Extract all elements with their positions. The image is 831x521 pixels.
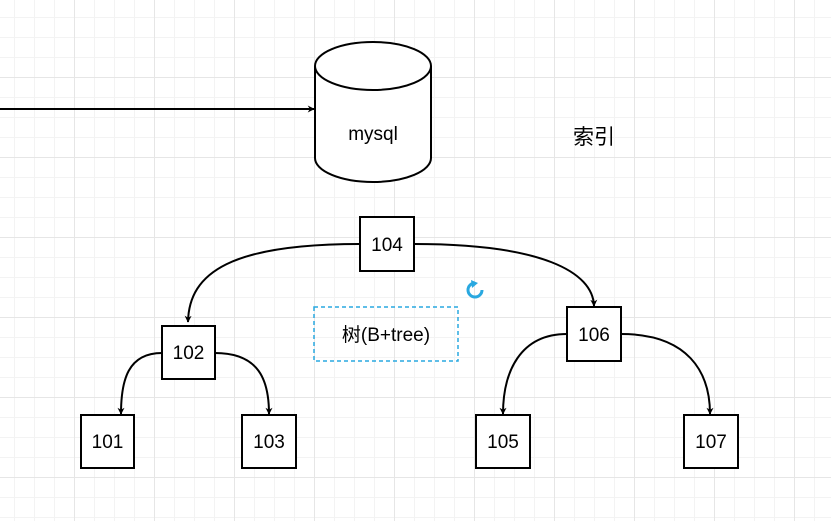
- node-105[interactable]: 105: [475, 414, 531, 469]
- edge-106-107[interactable]: [620, 333, 714, 415]
- node-106[interactable]: 106: [566, 306, 622, 362]
- edge-102-103[interactable]: [214, 352, 273, 415]
- index-label: 索引: [573, 126, 615, 149]
- refresh-icon[interactable]: [466, 280, 484, 299]
- edge-106-105[interactable]: [499, 333, 568, 415]
- node-105-label: 105: [487, 432, 519, 453]
- mysql-database[interactable]: mysql: [314, 41, 432, 183]
- tree-label-selection[interactable]: 树(B+tree): [313, 306, 459, 362]
- tree-label: 树(B+tree): [342, 324, 430, 346]
- node-107[interactable]: 107: [683, 414, 739, 469]
- node-101-label: 101: [92, 432, 124, 453]
- node-106-label: 106: [578, 325, 610, 346]
- node-104-label: 104: [371, 235, 403, 256]
- node-107-label: 107: [695, 432, 727, 453]
- node-103[interactable]: 103: [241, 414, 297, 469]
- edge-102-101[interactable]: [117, 352, 163, 415]
- database-label: mysql: [348, 124, 398, 145]
- node-101[interactable]: 101: [80, 414, 135, 469]
- node-102-label: 102: [173, 343, 205, 364]
- node-103-label: 103: [253, 432, 285, 453]
- edge-104-102[interactable]: [184, 243, 361, 323]
- edge-104-106[interactable]: [413, 243, 598, 307]
- node-102[interactable]: 102: [161, 325, 216, 380]
- node-104[interactable]: 104: [359, 216, 415, 272]
